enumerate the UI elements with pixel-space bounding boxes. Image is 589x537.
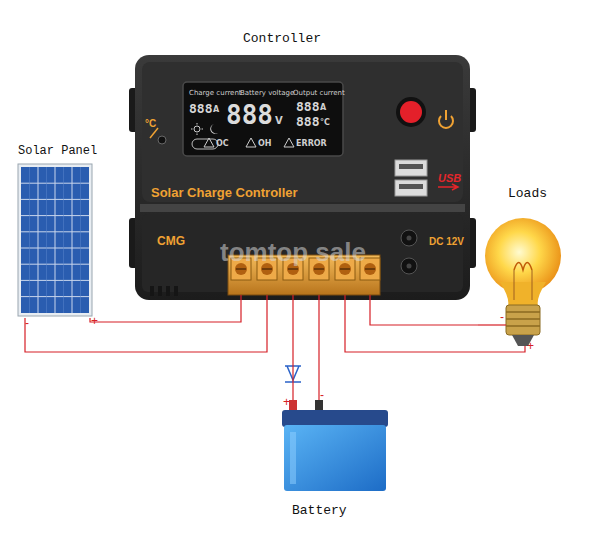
vent: [174, 286, 178, 296]
screw-slot: [288, 268, 298, 270]
watermark: tomtop sale: [220, 237, 366, 268]
bulb-neck: [500, 282, 546, 306]
brand-label: CMG: [157, 234, 185, 248]
lcd-digits: 888: [296, 99, 319, 114]
temperature-mark: [150, 128, 158, 138]
wire: [90, 300, 241, 322]
lcd-unit: A: [320, 103, 326, 112]
front-face: [142, 62, 463, 202]
lcd-unit: V: [275, 115, 283, 126]
wire: [345, 300, 525, 352]
power-button: [400, 101, 422, 123]
lcd-unit: A: [213, 105, 219, 114]
warning-triangle: [204, 138, 214, 147]
sun-rays: [191, 123, 203, 135]
screw-slot: [314, 268, 324, 270]
wire: [370, 300, 478, 325]
cell-grid: [38, 167, 72, 313]
node-heading: Controller: [243, 31, 321, 46]
vent: [158, 286, 162, 296]
temperature-label: °C: [145, 118, 156, 129]
node-heading: Solar Panel: [18, 144, 97, 158]
panel-cells: [21, 167, 89, 313]
polarity-mark: -: [320, 388, 324, 402]
battery-terminal: [289, 400, 297, 411]
bulb-drawing: [478, 218, 561, 348]
bulb-base: [506, 305, 540, 335]
screw-slot: [262, 268, 272, 270]
controller-drawing: [129, 55, 476, 300]
ridge: [140, 204, 465, 212]
dc-jack: [401, 230, 417, 246]
vent: [166, 286, 170, 296]
polarity-mark: -: [500, 310, 504, 324]
port-label: DC 12V: [429, 236, 464, 247]
node-heading: Battery: [292, 503, 347, 518]
usb-port: [395, 160, 427, 176]
polarity-mark: -: [25, 316, 29, 330]
usb-slot: [399, 184, 423, 189]
vent: [150, 286, 154, 296]
lower-face: [142, 214, 463, 292]
power-icon-bar: [445, 110, 447, 120]
load-box: Loads: [478, 183, 568, 348]
cell-fingers: [30, 167, 81, 313]
battery-highlight: [290, 432, 296, 484]
dc-jack: [401, 258, 417, 274]
usb-slot: [399, 164, 423, 169]
bulb-lead: [478, 324, 506, 325]
polarity-mark: +: [527, 339, 534, 353]
sun-icon: [194, 126, 200, 132]
status-flag: ERROR: [296, 139, 327, 148]
battery-body: [284, 425, 386, 491]
terminal-legs: [241, 295, 370, 300]
lcd-digits: 888: [189, 101, 212, 116]
filament: [514, 263, 532, 271]
wire: [25, 300, 267, 352]
cell-grid: [21, 183, 89, 296]
logo-oval: [192, 139, 218, 149]
lcd-digits: 888: [226, 100, 273, 130]
dc-jack-pin: [407, 236, 412, 241]
screw-slot: [365, 268, 375, 270]
controller-body: [135, 55, 470, 300]
solar-panel-box: Solar Panel: [14, 142, 96, 318]
warning-triangle: [284, 138, 294, 147]
warning-triangle: [246, 138, 256, 147]
screw-slot: [236, 268, 246, 270]
button-ring: [396, 97, 426, 127]
battery-drawing: [282, 400, 388, 491]
moon-icon: [210, 124, 218, 134]
lcd-unit: °C: [320, 118, 330, 127]
lcd-digits: 888: [296, 114, 319, 129]
panel-frame: [18, 164, 92, 316]
node-heading: Loads: [508, 186, 547, 201]
status-flag: OH: [258, 139, 272, 148]
lcd-caption: Output current: [293, 89, 345, 97]
status-flag: OC: [216, 139, 229, 148]
battery-lid: [282, 410, 388, 427]
polarity-mark: +: [283, 395, 290, 409]
bulb-lead: [524, 346, 525, 348]
port-label: USB: [438, 172, 461, 184]
battery-box: Battery: [278, 400, 392, 520]
wire: [292, 300, 293, 400]
product-title: Solar Charge Controller: [151, 185, 298, 200]
usb-port: [395, 180, 427, 196]
solar-panel-drawing: [18, 164, 92, 316]
screw-slot: [340, 268, 350, 270]
filament-support: [514, 270, 532, 300]
wire: [318, 300, 319, 400]
lcd-caption: Charge current: [189, 89, 242, 97]
usb-plug-icon: [438, 184, 458, 190]
sensor-hole: [158, 136, 166, 144]
polarity-mark: +: [91, 314, 98, 328]
lcd-caption: Battery voltage: [240, 89, 294, 97]
base-thread: [506, 312, 540, 326]
dc-jack-pin: [407, 264, 412, 269]
